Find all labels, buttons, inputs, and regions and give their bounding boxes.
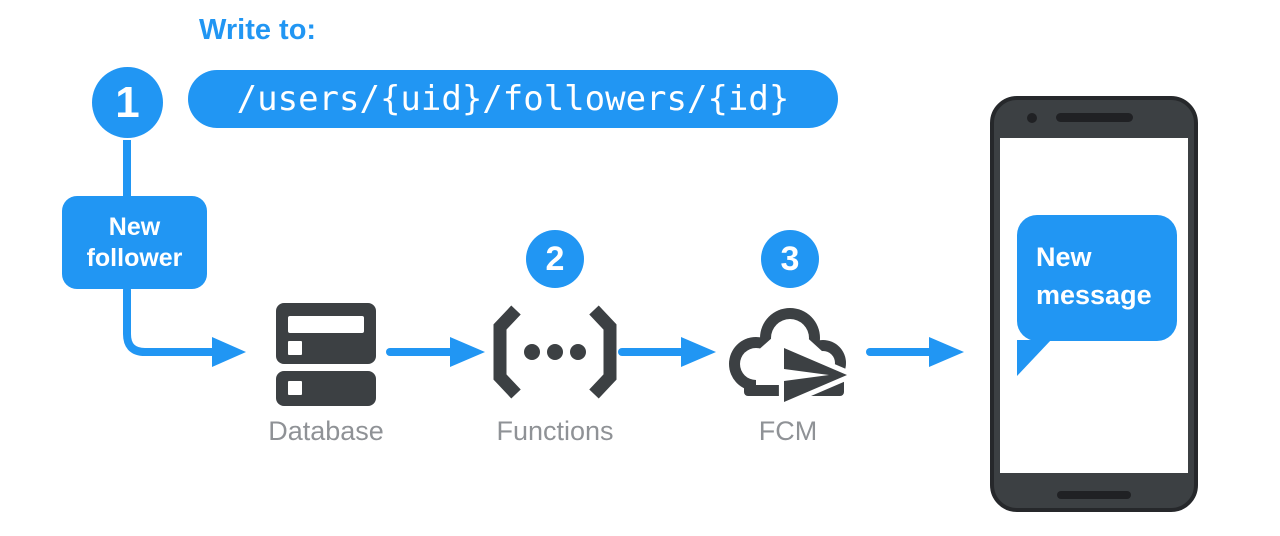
database-path-pill: /users/{uid}/followers/{id} — [188, 70, 838, 128]
phone-home-bar — [1057, 491, 1131, 499]
new-message-text: New message — [1036, 242, 1152, 310]
step-1-badge: 1 — [92, 67, 163, 138]
fcm-to-phone-arrow — [866, 337, 964, 367]
write-to-label: Write to: — [199, 14, 317, 46]
smartphone-icon: New message — [990, 96, 1198, 512]
functions-label: Functions — [496, 416, 614, 446]
phone-camera-dot — [1027, 113, 1037, 123]
functions-brackets-icon — [493, 305, 617, 399]
step-3-badge: 3 — [761, 230, 819, 288]
database-label: Database — [268, 416, 384, 446]
phone-screen: New message — [1000, 138, 1188, 473]
database-to-functions-arrow — [386, 337, 485, 367]
fcm-label: FCM — [758, 416, 818, 446]
new-follower-to-database-arrow — [123, 286, 246, 367]
database-server-icon — [276, 303, 376, 406]
phone-speaker-bar — [1056, 113, 1133, 122]
new-message-bubble: New message — [1017, 215, 1177, 376]
fcm-cloud-send-icon — [729, 308, 853, 408]
new-follower-box: New follower — [62, 196, 207, 289]
bubble-tail — [1017, 340, 1051, 376]
functions-to-fcm-arrow — [618, 337, 716, 367]
database-path-text: /users/{uid}/followers/{id} — [236, 79, 790, 119]
step-2-badge: 2 — [526, 230, 584, 288]
